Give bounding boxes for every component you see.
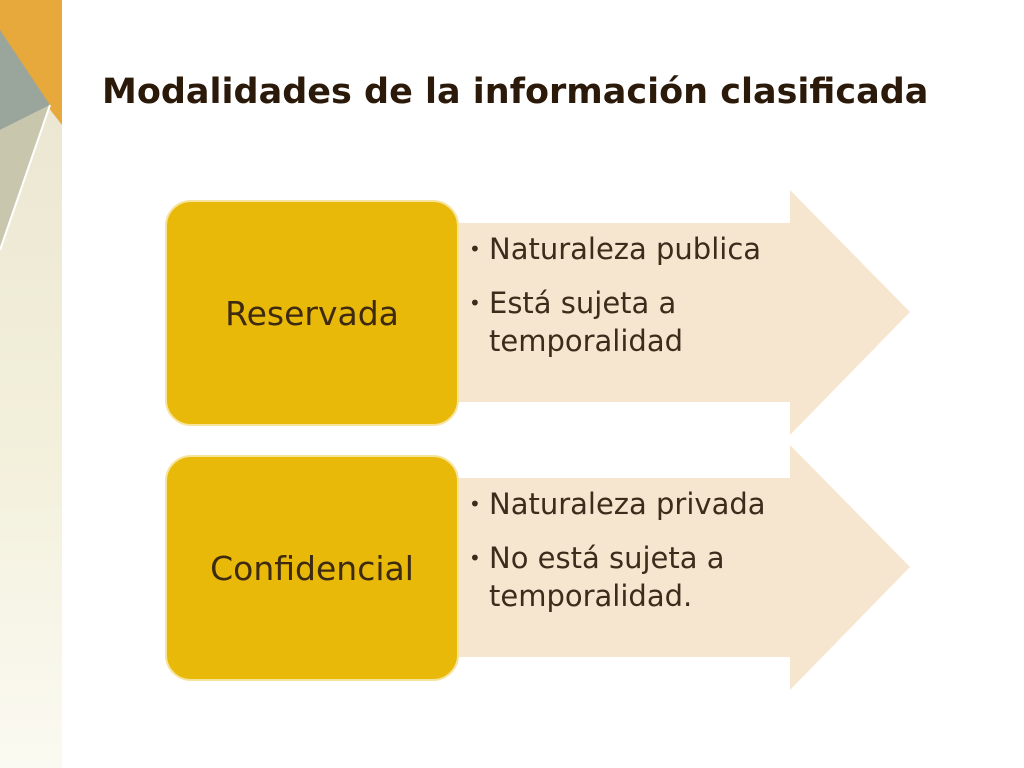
classification-row-confidencial: Confidencial • Naturaleza privada • No est…	[165, 445, 915, 690]
bullet-text: Está sujeta a temporalidad	[489, 286, 684, 358]
slide-title: Modalidades de la información clasificad…	[102, 72, 929, 112]
bullet-dot-icon: •	[469, 492, 481, 516]
bullet-list: • Naturaleza privada • No está sujeta a te…	[467, 485, 847, 631]
bullet-dot-icon: •	[469, 291, 481, 315]
bullet-item: • Naturaleza publica	[467, 230, 847, 268]
bullet-item: • Naturaleza privada	[467, 485, 847, 523]
decorative-side-panel	[0, 0, 62, 768]
classification-row-reservada: Reservada • Naturaleza publica • Está suje…	[165, 190, 915, 435]
label-reservada: Reservada	[165, 200, 459, 426]
bullet-dot-icon: •	[469, 237, 481, 261]
bullet-text: Naturaleza publica	[489, 232, 762, 266]
bullet-item: • Está sujeta a temporalidad	[467, 284, 847, 360]
bullet-text: Naturaleza privada	[489, 487, 766, 521]
bullet-text: No está sujeta a temporalidad.	[489, 541, 725, 613]
label-confidencial: Confidencial	[165, 455, 459, 681]
bullet-dot-icon: •	[469, 546, 481, 570]
bullet-list: • Naturaleza publica • Está sujeta a tempo…	[467, 230, 847, 376]
bullet-item: • No está sujeta a temporalidad.	[467, 539, 847, 615]
